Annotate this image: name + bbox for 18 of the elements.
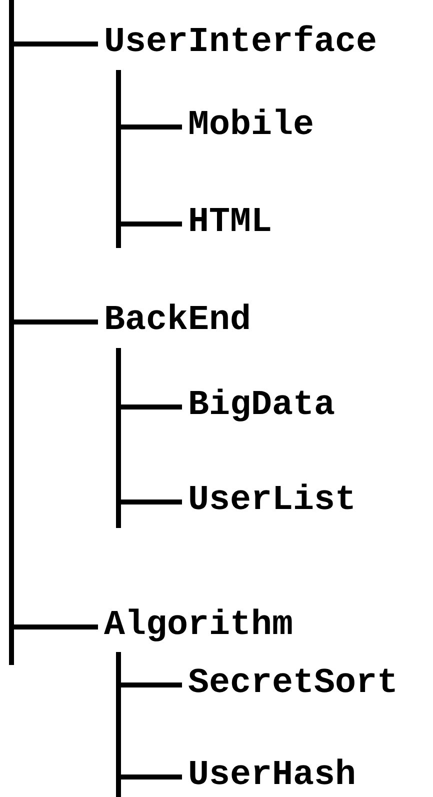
- branch-line: [14, 320, 98, 324]
- branch-line: [121, 404, 182, 410]
- tree-node-label: BackEnd: [104, 300, 252, 340]
- branch-line: [121, 500, 182, 504]
- branch-line: [14, 42, 98, 46]
- branch-line: [121, 682, 182, 688]
- tree-node-label: Mobile: [188, 105, 314, 145]
- tree-node-label: SecretSort: [188, 663, 398, 703]
- branch-line: [121, 124, 182, 130]
- branch-line: [121, 222, 182, 226]
- tree-node-label: BigData: [188, 385, 336, 425]
- tree-node-label: UserInterface: [104, 22, 378, 62]
- tree-node-label: Algorithm: [104, 605, 294, 645]
- branch-line: [14, 624, 98, 630]
- branch-line: [121, 774, 182, 780]
- tree-node-label: UserList: [188, 480, 356, 520]
- tree-node-label: HTML: [188, 202, 272, 242]
- tree-node-label: UserHash: [188, 755, 356, 795]
